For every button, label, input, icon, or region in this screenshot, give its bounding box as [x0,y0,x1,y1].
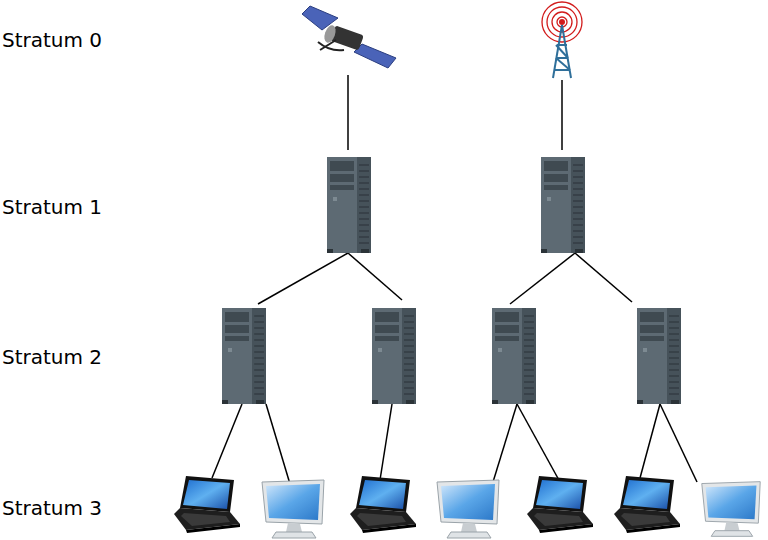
stratum-label: Stratum 0 [2,29,102,51]
stratum-label: Stratum 1 [2,196,102,218]
radio-tower [542,2,582,78]
link-lines [212,75,697,484]
stratum-label: Stratum 3 [2,497,102,519]
client-icons [174,476,760,538]
server-icons [222,157,681,404]
stratum-label: Stratum 2 [2,346,102,368]
gps-satellite [302,6,396,68]
